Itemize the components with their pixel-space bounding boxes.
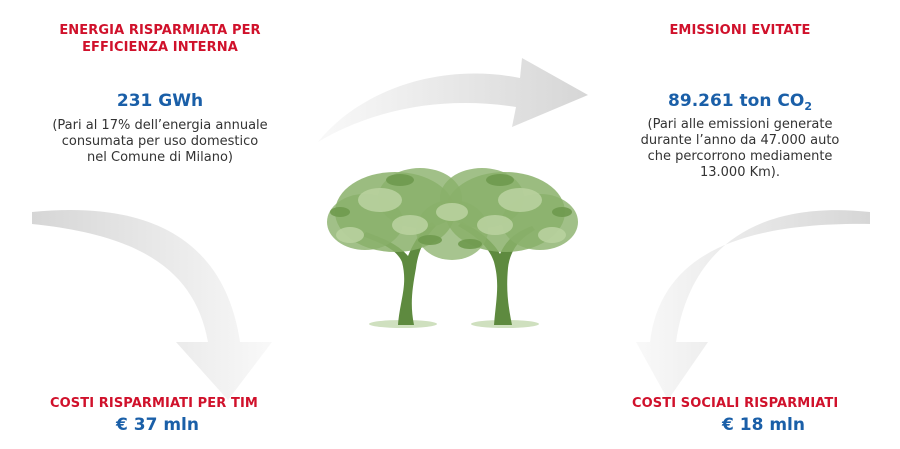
- emissions-avoided-heading: EMISSIONI EVITATE: [669, 23, 811, 38]
- emissions-avoided-note: (Pari alle emissioni generate durante l’…: [640, 117, 840, 180]
- emissions-avoided-value: 89.261 ton CO2: [668, 91, 812, 113]
- social-costs-saved-block: COSTI SOCIALI RISPARMIATI € 18 mln: [620, 395, 860, 436]
- energy-saved-value: 231 GWh: [116, 91, 204, 111]
- energy-saved-note: (Pari al 17% dell’energia annuale consum…: [52, 118, 268, 165]
- emissions-avoided-block: EMISSIONI EVITATE 89.261 ton CO2 (Pari a…: [610, 22, 870, 181]
- energy-saved-block: ENERGIA RISPARMIATA PER EFFICIENZA INTER…: [30, 22, 290, 166]
- trees-illustration: [327, 168, 578, 328]
- social-costs-saved-heading: COSTI SOCIALI RISPARMIATI: [632, 396, 839, 411]
- top-arrow: [318, 58, 588, 142]
- costs-saved-tim-block: COSTI RISPARMIATI PER TIM € 37 mln: [30, 395, 270, 436]
- left-down-arrow: [32, 209, 272, 400]
- right-trunk: [458, 222, 535, 325]
- social-costs-saved-value: € 18 mln: [722, 415, 805, 435]
- energy-saved-heading: ENERGIA RISPARMIATA PER EFFICIENZA INTER…: [59, 23, 261, 55]
- costs-saved-tim-heading: COSTI RISPARMIATI PER TIM: [50, 396, 258, 411]
- right-down-arrow: [636, 210, 870, 400]
- costs-saved-tim-value: € 37 mln: [116, 415, 199, 435]
